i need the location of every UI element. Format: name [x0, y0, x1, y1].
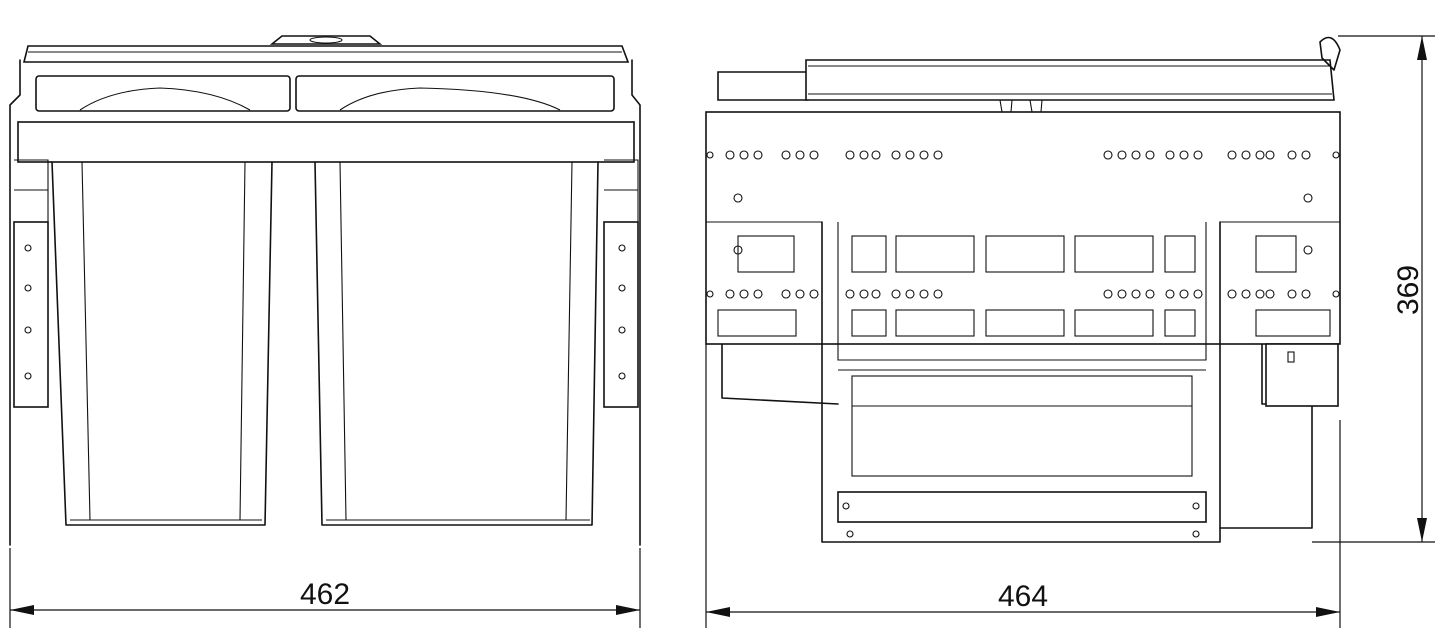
- front-lid: [22, 45, 630, 63]
- center-frame: [821, 221, 1221, 543]
- arrow-right: [616, 605, 640, 615]
- side-view: [705, 36, 1341, 543]
- hole-row-middle: [706, 245, 1340, 299]
- lid-hinge: [1319, 36, 1341, 71]
- left-bin: [51, 161, 273, 526]
- side-depth-label: 464: [998, 580, 1048, 613]
- front-top-rail: [17, 121, 635, 163]
- inner-basket: [851, 375, 1193, 477]
- left-bin-lid: [35, 75, 291, 112]
- lid-handle: [269, 35, 383, 45]
- side-top-block: [717, 71, 809, 101]
- side-latch: [1265, 343, 1339, 407]
- front-side-plates: [9, 59, 641, 546]
- hole-row-top: [706, 150, 1340, 203]
- right-bin-lid: [295, 75, 615, 112]
- bottom-rail: [837, 491, 1207, 523]
- side-lid: [805, 59, 1335, 101]
- side-frame-plate: [705, 111, 1341, 345]
- front-width-label: 462: [300, 578, 350, 611]
- front-width-dimension: 462: [9, 548, 641, 628]
- front-view: [9, 35, 641, 546]
- height-label: 369: [1392, 265, 1425, 315]
- lid-handle-grip: [309, 36, 343, 44]
- right-runner-bracket: [603, 221, 639, 408]
- arrow-left: [10, 605, 34, 615]
- right-bin: [314, 161, 599, 526]
- side-depth-dimension: 464: [705, 344, 1341, 628]
- height-dimension: 369: [1312, 35, 1435, 543]
